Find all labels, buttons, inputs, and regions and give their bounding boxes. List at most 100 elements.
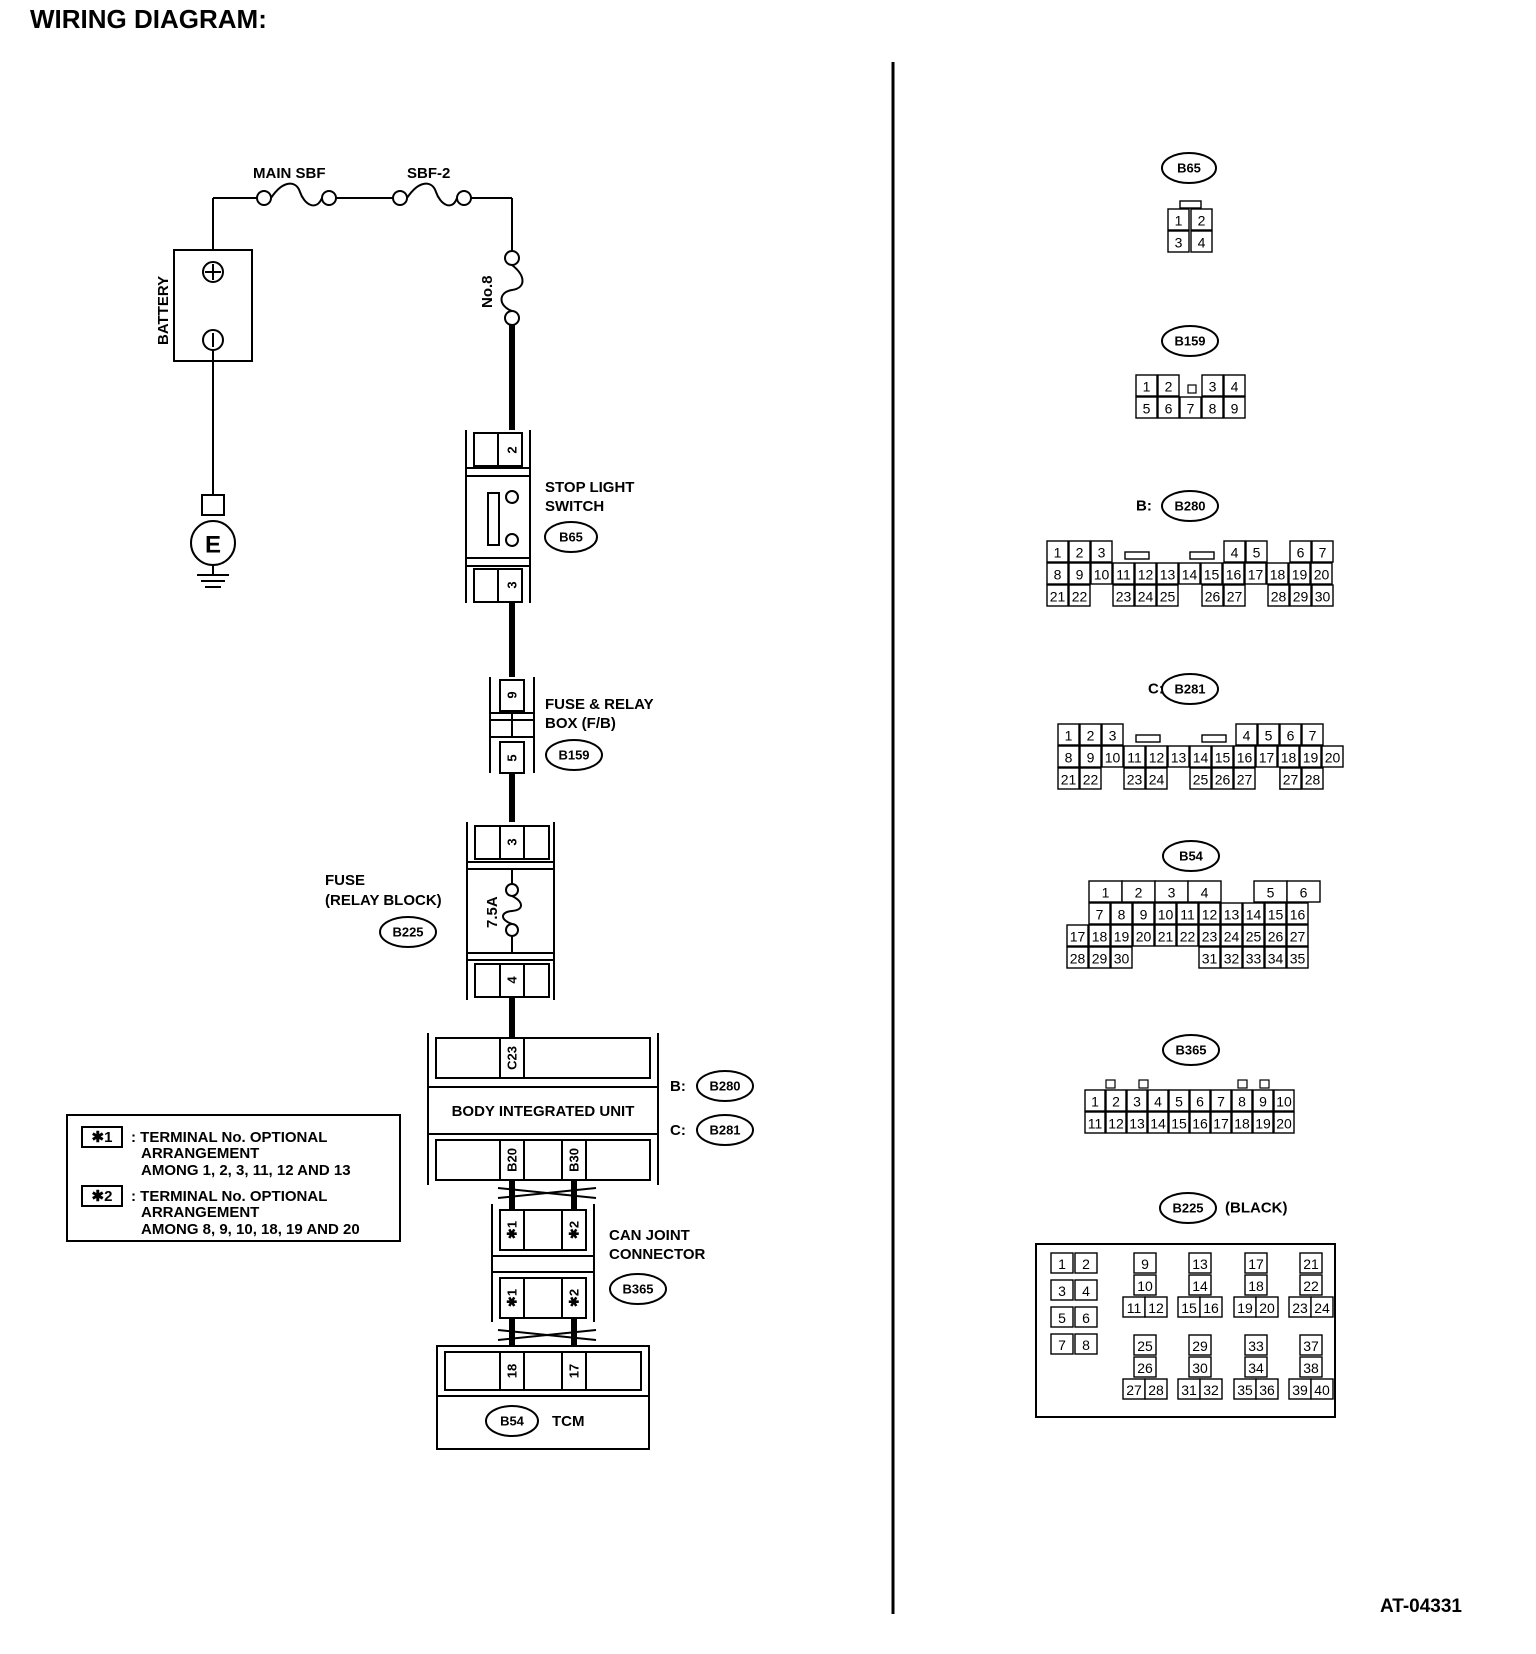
connector-cell-label: 20 <box>1276 1116 1292 1132</box>
tcm <box>436 1345 650 1450</box>
badge-b280 <box>696 1070 754 1102</box>
connector-cell-label: 3 <box>1133 1094 1141 1110</box>
connector-cell-label: 22 <box>1303 1278 1319 1294</box>
can-joint-label-1: CAN JOINT <box>609 1227 690 1244</box>
connector-cell <box>1147 1111 1169 1134</box>
connector-cell-label: 2 <box>1198 213 1206 229</box>
connector-suffix-b225: (BLACK) <box>1225 1200 1287 1217</box>
badge-b65 <box>544 521 598 553</box>
connector-cell <box>1112 562 1135 585</box>
badge-b54 <box>485 1405 539 1437</box>
fuse-relay-box <box>489 677 535 774</box>
fuse-relay-box-label-2: BOX (F/B) <box>545 715 616 732</box>
connector-cell <box>1289 584 1312 607</box>
connector-cell-label: 4 <box>1231 545 1239 561</box>
connector-cell <box>1252 1089 1274 1112</box>
can-joint-label-2: CONNECTOR <box>609 1246 706 1263</box>
connector-cell <box>1135 396 1158 419</box>
connector-cell <box>1279 767 1302 790</box>
connector-cell <box>1211 767 1234 790</box>
connector-cell <box>1299 745 1322 768</box>
connector-cell-label: 29 <box>1293 589 1309 605</box>
connector-cell <box>1199 1378 1223 1400</box>
connector-cell-label: 30 <box>1192 1360 1208 1376</box>
badge-b159 <box>545 739 603 771</box>
connector-cell <box>1264 946 1287 969</box>
connector-cell-label: 24 <box>1314 1300 1330 1316</box>
connector-cell <box>1110 902 1133 925</box>
connector-cell-label: 11 <box>1127 750 1142 766</box>
connector-cell <box>1050 1333 1074 1355</box>
connector-cell-label: 19 <box>1255 1116 1271 1132</box>
body-integrated-unit-pin-c23: C23 <box>505 1046 520 1070</box>
connector-cell <box>1233 745 1256 768</box>
connector-cell-label: 6 <box>1082 1310 1090 1326</box>
connector-latch <box>1124 551 1150 560</box>
main-sbf-fuse <box>256 182 337 207</box>
connector-cell <box>1210 1111 1232 1134</box>
connector-cell <box>1074 1252 1098 1274</box>
connector-cell-label: 31 <box>1181 1382 1197 1398</box>
connector-cell-label: 32 <box>1224 951 1240 967</box>
body-integrated-unit-pin-b30: B30 <box>567 1148 582 1172</box>
connector-cell-label: 6 <box>1196 1094 1204 1110</box>
connector-cell <box>1233 767 1256 790</box>
stop-light-switch <box>465 430 531 603</box>
connector-cell-label: 21 <box>1158 929 1174 945</box>
connector-cell <box>1201 396 1224 419</box>
legend-2-line-2: ARRANGEMENT <box>141 1204 259 1221</box>
connector-cell-label: 12 <box>1138 567 1154 583</box>
connector-cell <box>1046 562 1069 585</box>
connector-cell <box>1244 1252 1268 1274</box>
connector-cell-label: 4 <box>1201 885 1209 901</box>
connector-cell <box>1066 924 1089 947</box>
connector-cell-label: 28 <box>1305 772 1321 788</box>
connector-cell <box>1310 562 1333 585</box>
connector-cell-label: 22 <box>1180 929 1196 945</box>
connector-id-b159: B159 <box>1174 334 1205 349</box>
main-sbf-label: MAIN SBF <box>253 165 326 182</box>
connector-cell <box>1244 1356 1268 1378</box>
connector-cell-label: 14 <box>1193 750 1209 766</box>
connector-cell <box>1168 1089 1190 1112</box>
connector-cell-label: 34 <box>1248 1360 1264 1376</box>
connector-cell-label: 12 <box>1202 907 1218 923</box>
connector-cell-label: 26 <box>1137 1360 1153 1376</box>
connector-cell-label: 14 <box>1150 1116 1166 1132</box>
connector-cell-label: 8 <box>1238 1094 1246 1110</box>
connector-cell-label: 4 <box>1198 235 1206 251</box>
connector-cell <box>1189 767 1212 790</box>
connector-cell-label: 1 <box>1143 379 1151 395</box>
connector-cell-label: 14 <box>1192 1278 1208 1294</box>
connector-cell-label: 15 <box>1171 1116 1187 1132</box>
legend <box>66 1114 401 1242</box>
connector-cell-label: 11 <box>1127 1300 1142 1316</box>
connector-cell-label: 28 <box>1148 1382 1164 1398</box>
connector-cell <box>1050 1279 1074 1301</box>
connector-cell <box>1244 1274 1268 1296</box>
badge-b365 <box>609 1273 667 1305</box>
connector-cell-label: 6 <box>1297 545 1305 561</box>
connector-cell-label: 13 <box>1171 750 1187 766</box>
connector-cell-label: 5 <box>1253 545 1261 561</box>
connector-cell-label: 9 <box>1087 750 1095 766</box>
connector-cell-label: 18 <box>1248 1278 1264 1294</box>
connector-cell-label: 25 <box>1160 589 1176 605</box>
connector-cell <box>1132 902 1155 925</box>
connector-cell-label: 19 <box>1237 1300 1253 1316</box>
connector-cell <box>1286 902 1309 925</box>
connector-cell <box>1223 374 1246 397</box>
connector-cell-label: 1 <box>1102 885 1110 901</box>
connector-cell-label: 13 <box>1192 1256 1208 1272</box>
sbf2-fuse <box>392 182 472 207</box>
connector-cell-label: 18 <box>1281 750 1297 766</box>
connector-cell-label: 25 <box>1193 772 1209 788</box>
connector-cell <box>1147 1089 1169 1112</box>
connector-latch <box>1179 200 1202 209</box>
connector-cell-label: 1 <box>1065 728 1073 744</box>
battery-minus-terminal <box>202 329 224 351</box>
connector-cell <box>1046 584 1069 607</box>
